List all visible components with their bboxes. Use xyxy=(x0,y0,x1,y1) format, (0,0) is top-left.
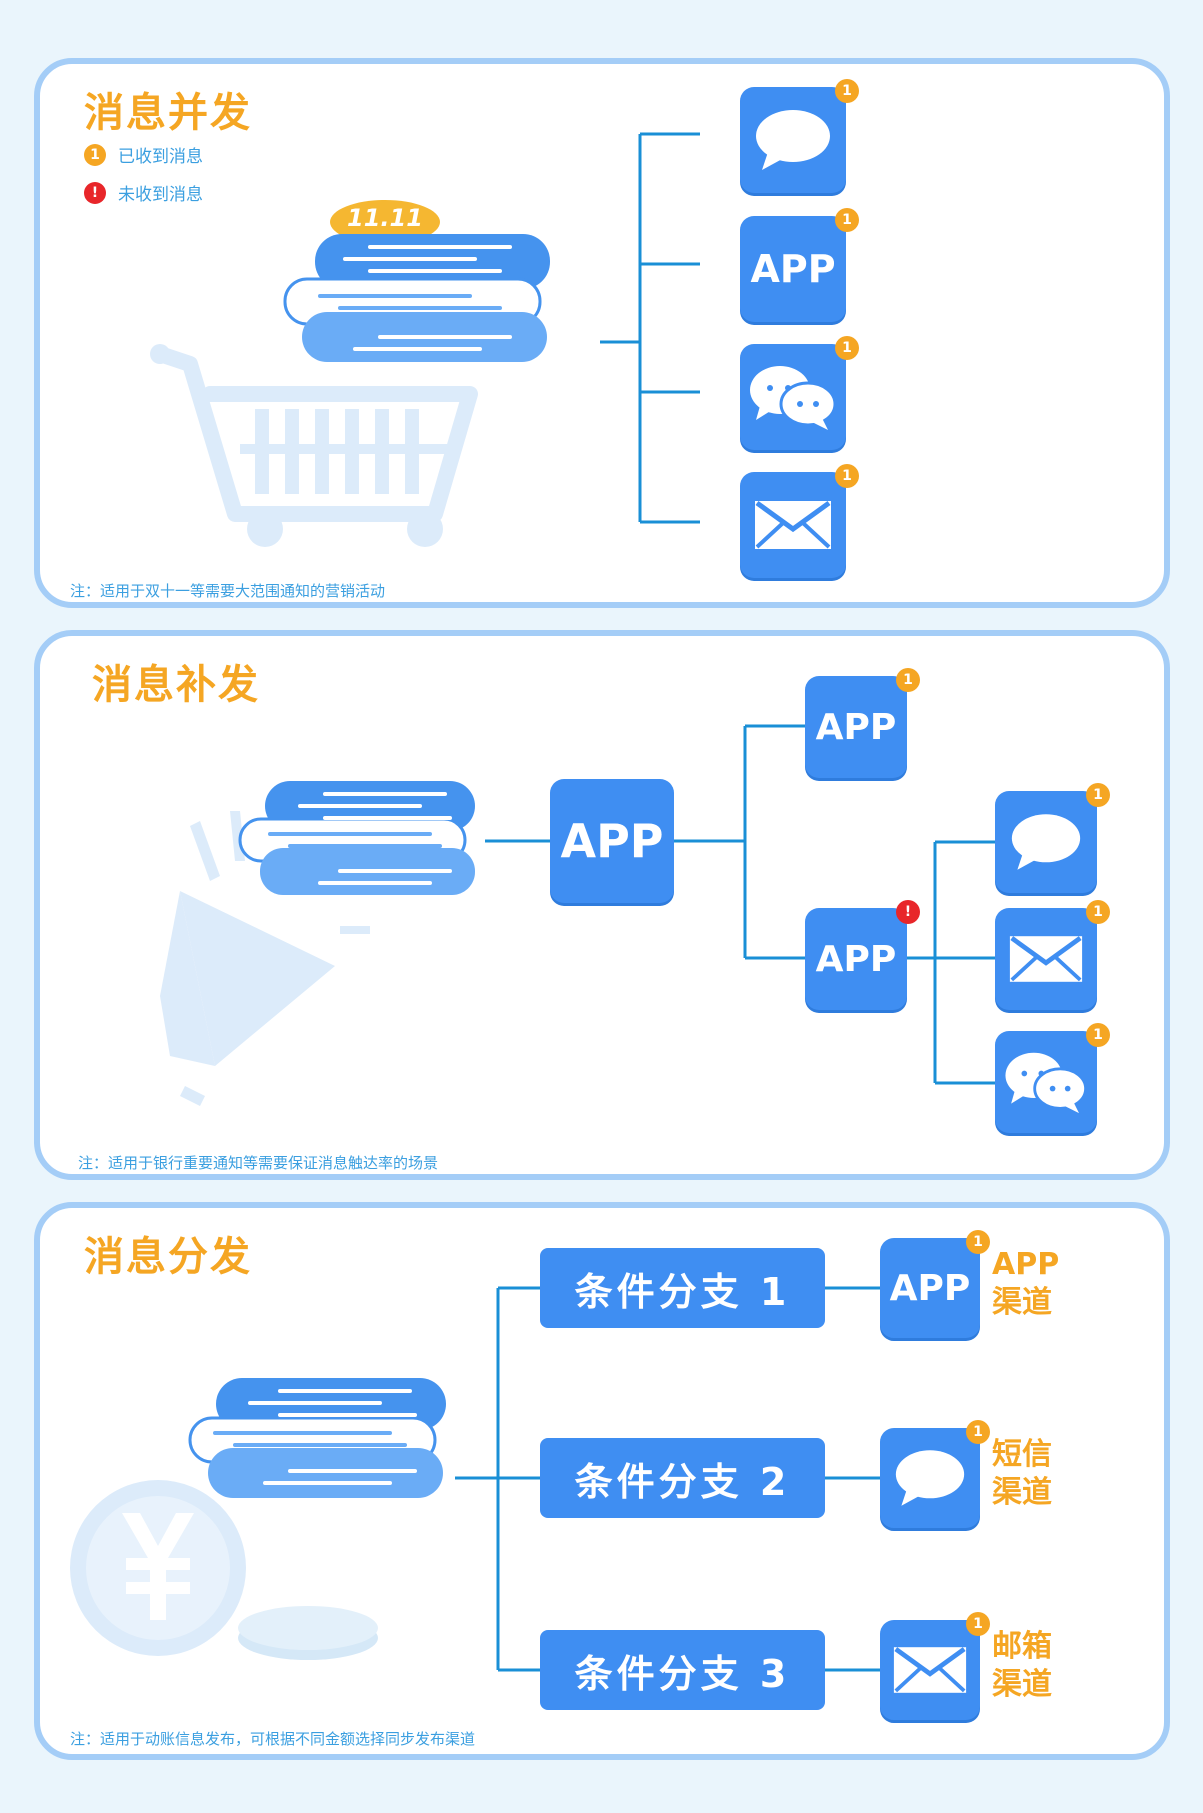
chat-bubble-icon xyxy=(756,110,830,170)
received-badge: 1 xyxy=(835,79,859,103)
event-tag: 11.11 xyxy=(347,204,423,232)
received-badge: 1 xyxy=(1086,900,1110,924)
fallback-email[interactable] xyxy=(995,908,1097,1010)
megaphone-icon xyxy=(160,811,370,1106)
app-label: APP xyxy=(889,1267,971,1309)
channel-label-line2: 渠道 xyxy=(992,1285,1052,1320)
channel-label-line2: 渠道 xyxy=(992,1667,1052,1702)
fallback-wechat[interactable] xyxy=(995,1031,1097,1133)
wechat-icon xyxy=(1005,1052,1088,1114)
app-failed[interactable]: APP xyxy=(805,908,907,1010)
message-stack-icon xyxy=(238,781,475,895)
connector-lines xyxy=(455,1286,880,1672)
legend-received: 1 已收到消息 xyxy=(84,142,203,167)
message-stack-icon xyxy=(188,1378,446,1498)
not-received-badge-icon: ! xyxy=(84,181,106,204)
received-badge: 1 xyxy=(1086,1023,1110,1047)
condition-branch-1[interactable]: 条件分支 1 xyxy=(540,1248,825,1328)
connector-lines xyxy=(600,132,700,524)
channel-app[interactable]: APP xyxy=(740,216,846,322)
channel-email[interactable] xyxy=(880,1620,980,1720)
panel-note: 注：适用于双十一等需要大范围通知的营销活动 xyxy=(70,582,386,600)
channel-email[interactable] xyxy=(740,472,846,578)
app-label: APP xyxy=(560,814,664,868)
channel-label: APP 渠道 xyxy=(992,1246,1059,1322)
received-badge: 1 xyxy=(966,1420,990,1444)
shopping-cart-icon xyxy=(150,344,478,547)
received-badge: 1 xyxy=(835,208,859,232)
received-badge: 1 xyxy=(966,1612,990,1636)
fallback-sms[interactable] xyxy=(995,791,1097,893)
connector-lines xyxy=(485,724,995,1085)
not-received-badge: ! xyxy=(896,900,920,924)
mail-icon xyxy=(893,1647,967,1693)
mail-icon xyxy=(755,500,831,549)
panel-title: 消息补发 xyxy=(92,662,260,708)
panel-resend: 消息补发 xyxy=(34,630,1170,1180)
condition-branch-3[interactable]: 条件分支 3 xyxy=(540,1630,825,1710)
received-badge: 1 xyxy=(835,464,859,488)
chat-bubble-icon xyxy=(1011,814,1081,870)
channel-label-line1: 邮箱 xyxy=(992,1629,1052,1664)
panel-distribute: 消息分发 xyxy=(34,1202,1170,1760)
channel-label: 短信 渠道 xyxy=(992,1436,1052,1512)
channel-sms[interactable] xyxy=(740,87,846,193)
received-badge: 1 xyxy=(835,336,859,360)
channel-wechat[interactable] xyxy=(740,344,846,450)
received-badge: 1 xyxy=(896,668,920,692)
chat-bubble-icon xyxy=(895,1450,965,1506)
panel-title: 消息分发 xyxy=(84,1234,252,1280)
source-app[interactable]: APP xyxy=(550,779,674,903)
message-stack-icon xyxy=(283,200,550,362)
channel-label-line2: 渠道 xyxy=(992,1475,1052,1510)
channel-app[interactable]: APP xyxy=(880,1238,980,1338)
app-success[interactable]: APP xyxy=(805,676,907,778)
channel-sms[interactable] xyxy=(880,1428,980,1528)
coin-icon xyxy=(70,1480,378,1660)
legend-not-received: ! 未收到消息 xyxy=(84,180,203,205)
received-badge: 1 xyxy=(1086,783,1110,807)
received-badge: 1 xyxy=(966,1230,990,1254)
condition-branch-2[interactable]: 条件分支 2 xyxy=(540,1438,825,1518)
legend-received-label: 已收到消息 xyxy=(118,147,203,167)
panel-note: 注：适用于银行重要通知等需要保证消息触达率的场景 xyxy=(78,1154,439,1172)
app-label: APP xyxy=(815,706,897,748)
legend-not-received-label: 未收到消息 xyxy=(118,185,203,205)
wechat-icon xyxy=(750,366,837,430)
channel-label: 邮箱 渠道 xyxy=(992,1628,1052,1704)
app-label: APP xyxy=(750,247,836,291)
panel-note: 注：适用于动账信息发布，可根据不同金额选择同步发布渠道 xyxy=(70,1730,476,1748)
channel-label-line1: 短信 xyxy=(992,1437,1052,1472)
panel-concurrent: 消息并发 1 已收到消息 ! 未收到消息 xyxy=(34,58,1170,608)
app-label: APP xyxy=(815,938,897,980)
panel-title: 消息并发 xyxy=(84,90,252,136)
received-badge-icon: 1 xyxy=(84,143,106,166)
mail-icon xyxy=(1009,936,1083,982)
channel-label-line1: APP xyxy=(992,1247,1060,1282)
